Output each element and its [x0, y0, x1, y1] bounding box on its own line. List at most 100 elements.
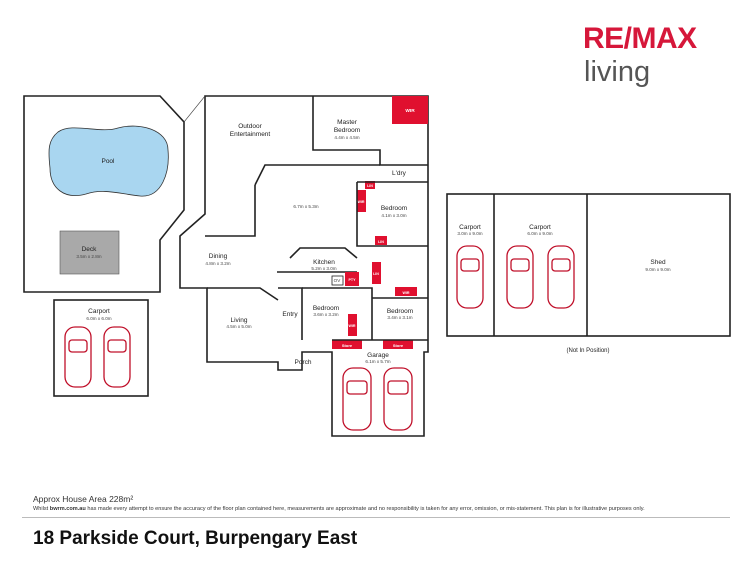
deck-label: Deck [82, 246, 98, 253]
wir-4 [348, 314, 357, 336]
carport-left: Carport 6.0m x 6.0m [53, 299, 149, 397]
car-window [460, 258, 480, 272]
car-window [510, 258, 530, 272]
wir-4-label: WIR [349, 324, 356, 328]
lin-3 [372, 262, 381, 284]
car-icon [64, 326, 92, 388]
carport-r2-label: Carport [529, 224, 551, 231]
property-address: 18 Parkside Court, Burpengary East [33, 528, 358, 549]
bed4-label: Bedroom [387, 308, 413, 315]
ldry-label: L'dry [392, 170, 407, 177]
car-window [551, 258, 571, 272]
bed3-dim: 3.6m x 3.2m [313, 312, 338, 317]
kitchen-label: Kitchen [313, 259, 335, 266]
living-wall [207, 287, 279, 301]
master-label-1: Master [337, 119, 358, 126]
bed3-label: Bedroom [313, 305, 339, 312]
disclaimer-site: bwrm.com.au [49, 506, 86, 512]
car-window [107, 339, 127, 353]
outdoor-label-2: Entertainment [230, 131, 271, 138]
car-window [68, 339, 88, 353]
living-dim: 4.5m x 5.0m [226, 324, 251, 329]
pantry [345, 272, 359, 286]
brand-logo-text: RE/MAX [583, 22, 697, 55]
open-plan-wall [254, 164, 380, 186]
carport-left-outline [53, 299, 149, 397]
pool-yard-outline [23, 95, 185, 293]
garage-label: Garage [367, 352, 389, 359]
carport-left-label: Carport [88, 308, 110, 315]
car-icon [103, 326, 131, 388]
lin-1-label: LIN [367, 184, 373, 188]
bed3-wall [302, 287, 373, 340]
open-plan-dim: 6.7m x 5.3m [293, 204, 318, 209]
disclaimer-post: has made every attempt to ensure the acc… [85, 506, 645, 512]
wir-master-label: WIR [405, 108, 415, 114]
carport-r1-label: Carport [459, 224, 481, 231]
master-label-2: Bedroom [334, 127, 360, 134]
living-label: Living [231, 317, 248, 324]
shed-dim: 9.0m x 9.0m [645, 267, 670, 272]
oven [331, 275, 344, 286]
floor-plan: Pool Deck 3.5m x 2.8m Carport 6.0m x 6.0… [23, 95, 731, 437]
kitchen-bench [289, 247, 358, 259]
dining-wall [205, 185, 256, 237]
car-icon [456, 245, 484, 309]
bed4-dim: 3.4m x 3.1m [387, 315, 412, 320]
deck-dim: 3.5m x 2.8m [76, 254, 101, 259]
wir-2 [357, 190, 366, 212]
outbuildings-outline [446, 193, 731, 337]
kitchen-dim: 5.2m x 3.0m [311, 266, 336, 271]
wall-line [183, 95, 206, 123]
bed2-wall-side [356, 182, 428, 247]
garage-dim: 6.1m x 5.7m [365, 359, 390, 364]
house: WIR Master Bedroom 4.4m x 4.5m Outdoor E… [179, 95, 429, 437]
car-icon [547, 245, 575, 309]
pool-shape [48, 125, 169, 197]
bed2-label: Bedroom [381, 205, 407, 212]
shed-label: Shed [650, 259, 666, 266]
house-area: Approx House Area 228m² [33, 494, 134, 504]
lin-2-label: LIN [378, 240, 384, 244]
wir-2-label: WIR [358, 200, 365, 204]
wir-master [392, 96, 428, 124]
master-wall [312, 96, 428, 166]
lin-3-label: LIN [373, 272, 379, 276]
car-window [387, 380, 409, 395]
porch-label: Porch [295, 359, 312, 366]
disclaimer-pre: Whilst [33, 506, 50, 512]
carport-r2-dim: 6.0m x 9.0m [527, 231, 552, 236]
car-icon [506, 245, 534, 309]
entry-wall [278, 287, 303, 340]
store-1 [332, 340, 362, 349]
pool-label: Pool [101, 158, 115, 165]
master-dim: 4.4m x 4.5m [334, 135, 359, 140]
store-2 [383, 340, 413, 349]
outbuildings: Carport 3.0m x 9.0m Carport 6.0m x 9.0m … [446, 193, 731, 354]
lin-1 [365, 181, 375, 189]
disclaimer: Whilst bwrm.com.au has made every attemp… [33, 506, 645, 512]
brand-sub-text: living [584, 56, 651, 88]
wir-3 [395, 287, 417, 296]
lin-2 [375, 236, 387, 245]
house-outline [179, 95, 429, 437]
outdoor-label-1: Outdoor [238, 123, 262, 130]
bed2-dim: 4.1m x 3.0m [381, 213, 406, 218]
not-in-position-note: (Not In Position) [566, 348, 609, 354]
store-2-label: Store [393, 343, 404, 348]
wir-3-label: WIR [403, 291, 410, 295]
entry-label: Entry [282, 311, 298, 318]
oven-label: OV [334, 278, 342, 283]
pool-area: Pool Deck 3.5m x 2.8m [23, 95, 185, 293]
car-window [346, 380, 368, 395]
carport-left-dim: 6.0m x 6.0m [86, 316, 111, 321]
deck-area [59, 230, 120, 275]
dining-dim: 4.8m x 3.2m [205, 261, 230, 266]
pantry-label: PTY [349, 278, 357, 282]
carport-r1-dim: 3.0m x 9.0m [457, 231, 482, 236]
store-1-label: Store [342, 343, 353, 348]
footer-divider [22, 517, 730, 518]
car-icon [342, 367, 372, 431]
car-icon [383, 367, 413, 431]
dining-label: Dining [209, 253, 228, 260]
